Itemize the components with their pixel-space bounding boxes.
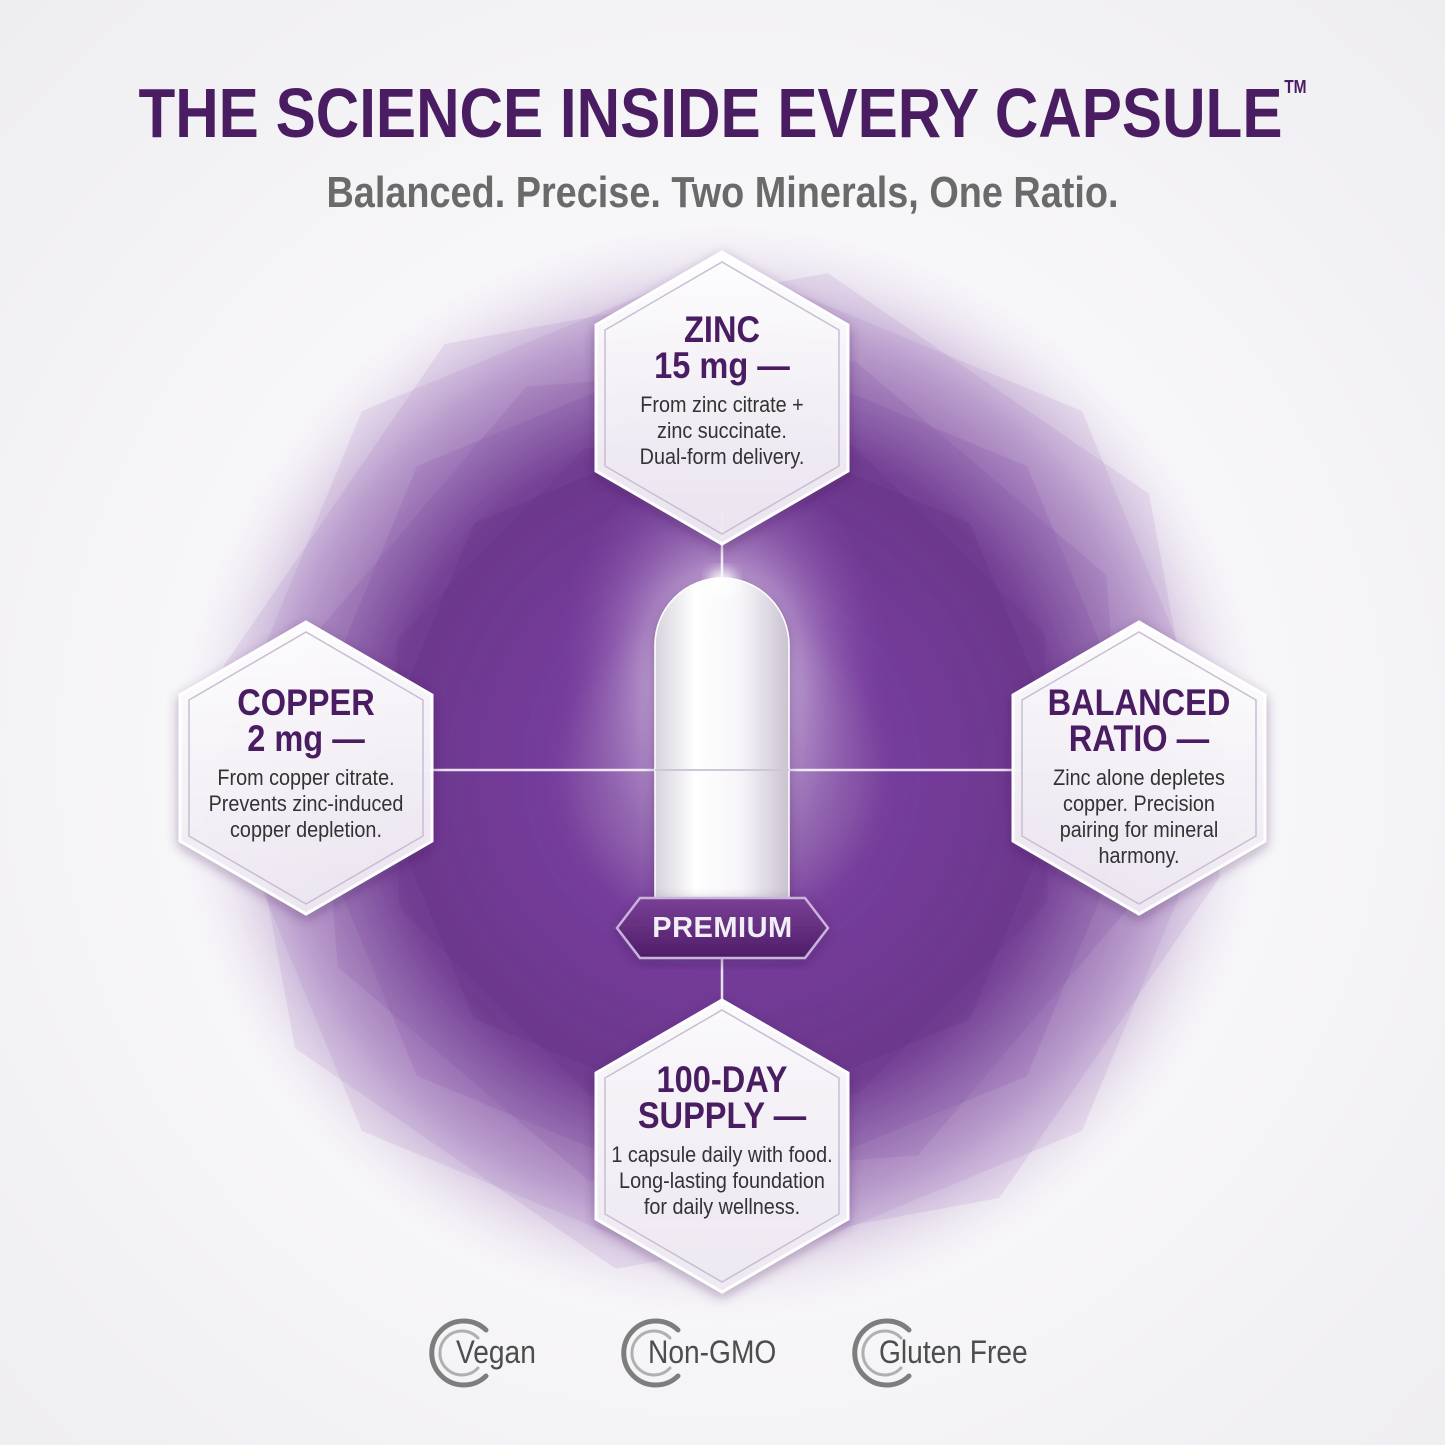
ratio-hexagon	[1011, 620, 1267, 916]
ratio-card: BALANCED RATIO — Zinc alone depletes cop…	[1013, 682, 1265, 869]
copper-description: From copper citrate. Prevents zinc-induc…	[193, 765, 420, 843]
zinc-label-line1: ZINC	[684, 309, 760, 350]
non-gmo-badge: Non-GMO	[612, 1310, 802, 1396]
ratio-description: Zinc alone depletes copper. Precision pa…	[1026, 765, 1253, 869]
connector-lines	[420, 510, 1025, 1005]
premium-band	[615, 896, 830, 960]
supply-label-line1: 100-DAY	[656, 1059, 788, 1100]
c-ring-icon	[429, 1318, 489, 1388]
zinc-label-line2: 15 mg —	[654, 345, 790, 386]
ratio-desc-line2: copper. Precision	[1063, 791, 1215, 816]
copper-hexagon	[178, 620, 434, 916]
zinc-description: From zinc citrate + zinc succinate. Dual…	[609, 392, 836, 470]
zinc-card: ZINC 15 mg — From zinc citrate + zinc su…	[596, 309, 848, 470]
hexagon-cards	[178, 250, 1267, 1294]
supply-label-line2: SUPPLY —	[637, 1095, 807, 1136]
trademark-mark: TM	[1284, 77, 1307, 97]
capsule-sparkle	[708, 569, 736, 597]
c-ring-icon	[852, 1318, 912, 1388]
ratio-desc-line4: harmony.	[1098, 843, 1180, 868]
vegan-badge: Vegan	[420, 1310, 570, 1396]
copper-desc-line1: From copper citrate.	[217, 765, 395, 790]
badge-label-gluten-free: Gluten Free	[879, 1334, 1028, 1370]
copper-label-line2: 2 mg —	[247, 718, 365, 759]
badge-label-vegan: Vegan	[456, 1334, 536, 1370]
copper-card: COPPER 2 mg — From copper citrate. Preve…	[180, 682, 432, 843]
copper-desc-line2: Prevents zinc-induced	[208, 791, 404, 816]
page-title: THE SCIENCE INSIDE EVERY CAPSULETM	[101, 70, 1344, 156]
ratio-desc-line1: Zinc alone depletes	[1053, 765, 1225, 790]
zinc-desc-line3: Dual-form delivery.	[639, 444, 805, 469]
supply-desc-line1: 1 capsule daily with food.	[611, 1142, 833, 1167]
page-subtitle: Balanced. Precise. Two Minerals, One Rat…	[326, 168, 1119, 217]
hexagon-outlines	[188, 261, 1257, 1283]
zinc-hexagon	[594, 250, 850, 546]
supply-card: 100-DAY SUPPLY — 1 capsule daily with fo…	[596, 1059, 848, 1220]
capsule-icon	[654, 577, 790, 921]
supply-desc-line3: for daily wellness.	[643, 1194, 801, 1219]
supply-description: 1 capsule daily with food. Long-lasting …	[609, 1142, 836, 1220]
zinc-desc-line1: From zinc citrate +	[640, 392, 804, 417]
copper-desc-line3: copper depletion.	[230, 817, 382, 842]
zinc-desc-line2: zinc succinate.	[657, 418, 787, 443]
ratio-label-line1: BALANCED	[1047, 682, 1231, 723]
supply-desc-line2: Long-lasting foundation	[619, 1168, 825, 1193]
copper-label-line1: COPPER	[237, 682, 375, 723]
c-ring-icon	[621, 1318, 681, 1388]
supply-hexagon	[594, 998, 850, 1294]
ratio-desc-line3: pairing for mineral	[1059, 817, 1219, 842]
ratio-label-line2: RATIO —	[1068, 718, 1210, 759]
gluten-free-badge: Gluten Free	[843, 1310, 1063, 1396]
title-text: THE SCIENCE INSIDE EVERY CAPSULE	[138, 74, 1283, 152]
badge-label-non-gmo: Non-GMO	[648, 1334, 777, 1370]
premium-label: PREMIUM	[652, 912, 793, 944]
